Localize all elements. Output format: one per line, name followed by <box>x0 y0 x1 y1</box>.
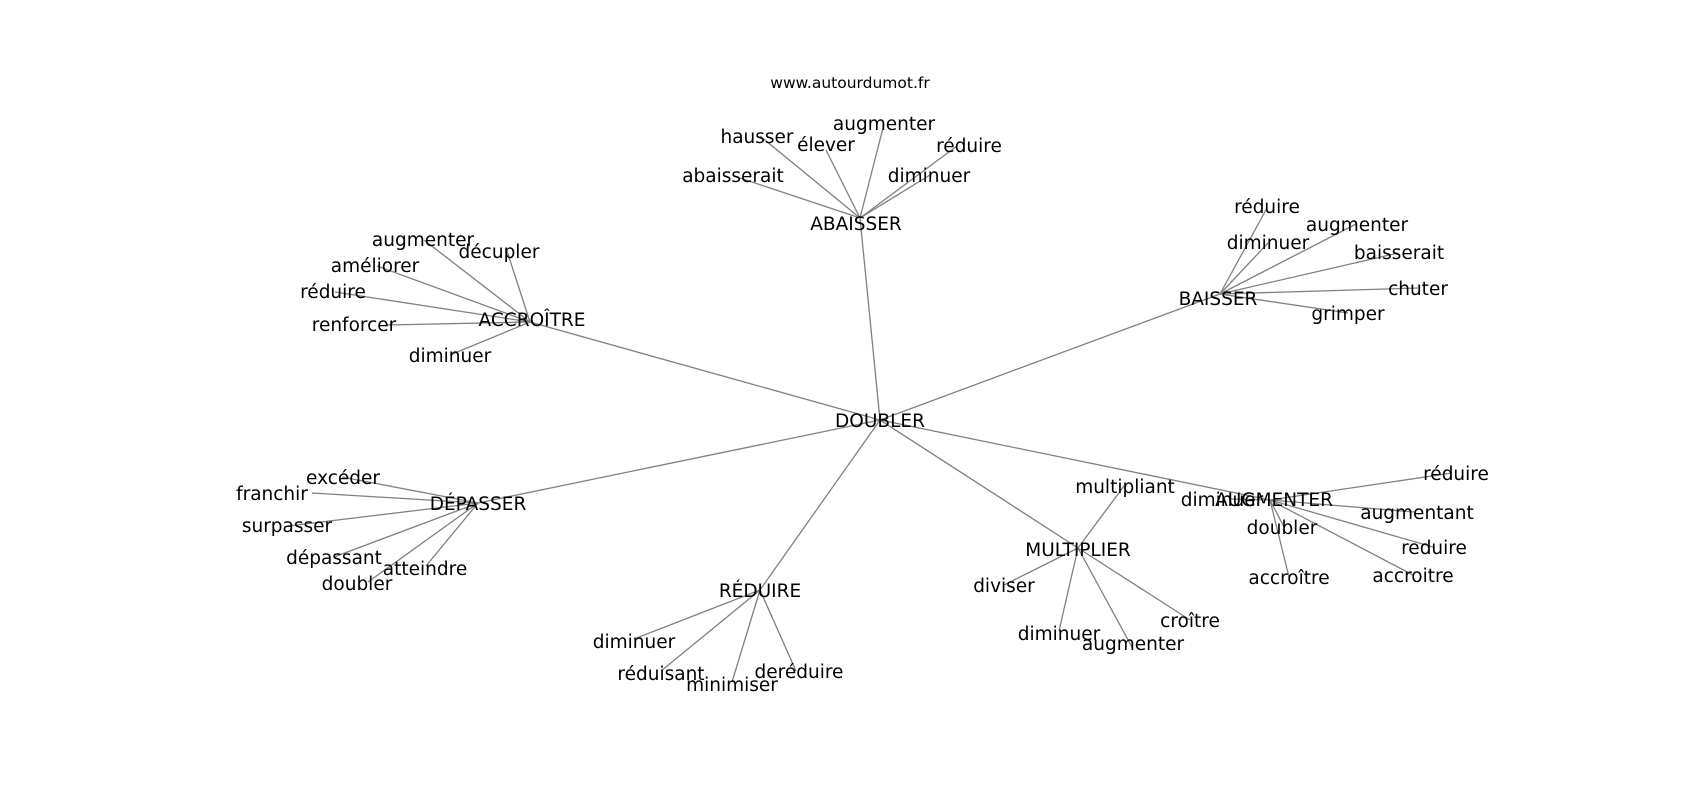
edge-hub-leaf <box>731 589 761 683</box>
leaf-node-label: grimper <box>1311 304 1385 325</box>
hub-node-label: AUGMENTER <box>1215 490 1333 511</box>
edge-hub-leaf <box>1269 499 1290 578</box>
leaf-node-label: atteindre <box>383 559 467 580</box>
edge-hub-leaf <box>1219 207 1268 295</box>
edge-hub-leaf <box>423 239 531 323</box>
edge-hub-leaf <box>1077 547 1191 621</box>
edge-hub-leaf <box>759 135 861 219</box>
leaf-node-label: franchir <box>236 484 308 505</box>
hub-node-label: BAISSER <box>1179 289 1258 310</box>
edge-hub-leaf <box>633 589 761 640</box>
leaf-node-label: doubler <box>322 574 393 595</box>
leaf-node-label: augmenter <box>833 114 936 135</box>
leaf-node-label: deréduire <box>755 662 844 683</box>
leaf-node-label: accroitre <box>1372 566 1453 587</box>
edge-hub-leaf <box>759 589 797 672</box>
edge-hub-leaf <box>739 177 861 219</box>
leaf-node-label: augmenter <box>1082 634 1185 655</box>
edge-hub-leaf <box>1269 499 1414 576</box>
edge-root-hub <box>879 293 1221 421</box>
edge-hub-leaf <box>1269 499 1415 513</box>
edge-hub-leaf <box>1077 485 1125 549</box>
leaf-node-label: réduire <box>300 282 366 303</box>
edge-hub-leaf <box>1219 287 1419 295</box>
leaf-node-label: augmenter <box>372 230 475 251</box>
leaf-node-label: dépassant <box>286 548 382 569</box>
edge-hub-leaf <box>1269 499 1434 548</box>
leaf-node-label: excéder <box>306 468 380 489</box>
edge-hub-leaf <box>341 476 479 504</box>
edge-hub-leaf <box>1219 252 1399 295</box>
leaf-node-label: abaisserait <box>682 166 784 187</box>
hub-node-label: RÉDUIRE <box>719 580 801 602</box>
edge-hub-leaf <box>1058 547 1079 632</box>
root-node-label: DOUBLER <box>835 411 925 432</box>
edge-hub-leaf <box>859 123 885 219</box>
edge-hub-leaf <box>660 589 761 672</box>
edge-hub-leaf <box>386 321 531 326</box>
edge-hub-leaf <box>425 502 479 567</box>
edge-root-hub <box>477 419 881 504</box>
leaf-node-label: croître <box>1160 611 1220 632</box>
edge-hub-leaf <box>859 174 931 219</box>
edge-root-hub <box>759 419 881 591</box>
edge-hub-leaf <box>287 502 479 527</box>
leaf-node-label: réduire <box>1234 197 1300 218</box>
edges-layer <box>287 123 1453 683</box>
leaf-node-label: doubler <box>1247 518 1318 539</box>
edge-hub-leaf <box>1269 472 1453 501</box>
edge-hub-leaf <box>334 291 531 323</box>
edge-root-hub <box>529 321 881 421</box>
edge-hub-leaf <box>1219 242 1269 295</box>
leaf-node-label: renforcer <box>312 315 397 336</box>
leaf-node-label: accroître <box>1248 568 1329 589</box>
edge-root-hub <box>879 419 1079 549</box>
hub-node-label: DÉPASSER <box>430 493 527 515</box>
edge-hub-leaf <box>367 502 479 583</box>
edge-hub-leaf <box>449 321 531 356</box>
leaf-node-label: augmenter <box>1306 215 1409 236</box>
edge-hub-leaf <box>333 502 479 558</box>
edge-hub-leaf <box>825 149 861 219</box>
leaf-node-label: diviser <box>973 576 1035 597</box>
hub-node-label: MULTIPLIER <box>1025 540 1131 561</box>
leaf-node-label: diminuer <box>1018 624 1101 645</box>
edge-hub-leaf <box>376 265 531 323</box>
edge-root-hub <box>879 419 1271 501</box>
leaf-node-label: décupler <box>459 242 540 263</box>
leaf-node-label: minimiser <box>686 675 778 696</box>
edge-root-hub <box>859 217 881 421</box>
leaf-node-label: élever <box>797 135 855 156</box>
leaf-node-label: baisserait <box>1354 243 1444 264</box>
leaf-node-label: réduire <box>936 136 1002 157</box>
edge-hub-leaf <box>506 250 531 323</box>
leaf-node-label: diminuer <box>593 632 676 653</box>
leaf-node-label: diminuer <box>888 166 971 187</box>
edge-hub-leaf <box>1077 547 1134 650</box>
edge-hub-leaf <box>1003 547 1079 586</box>
edge-hub-leaf <box>1269 499 1285 528</box>
edge-hub-leaf <box>311 492 479 504</box>
leaf-node-label: diminuer <box>1181 490 1264 511</box>
leaf-node-label: réduire <box>1423 464 1489 485</box>
site-watermark: www.autourdumot.fr <box>770 74 930 92</box>
leaf-node-label: diminuer <box>1227 233 1310 254</box>
leaf-node-label: améliorer <box>331 256 420 277</box>
edge-hub-leaf <box>1219 223 1357 295</box>
leaf-node-label: multipliant <box>1075 477 1175 498</box>
leaf-node-label: augmentant <box>1360 503 1474 524</box>
hub-node-label: ACCROÎTRE <box>479 309 586 331</box>
leaf-node-label: surpasser <box>242 516 333 537</box>
hub-node-label: ABAISSER <box>810 214 902 235</box>
leaf-node-label: réduisant <box>617 664 704 685</box>
edge-hub-leaf <box>1219 293 1349 314</box>
leaf-node-label: diminuer <box>409 346 492 367</box>
edge-hub-leaf <box>1230 498 1271 501</box>
edge-hub-leaf <box>859 145 958 219</box>
leaf-node-label: reduire <box>1401 538 1467 559</box>
leaf-node-label: hausser <box>720 127 793 148</box>
leaf-node-label: chuter <box>1388 279 1448 300</box>
